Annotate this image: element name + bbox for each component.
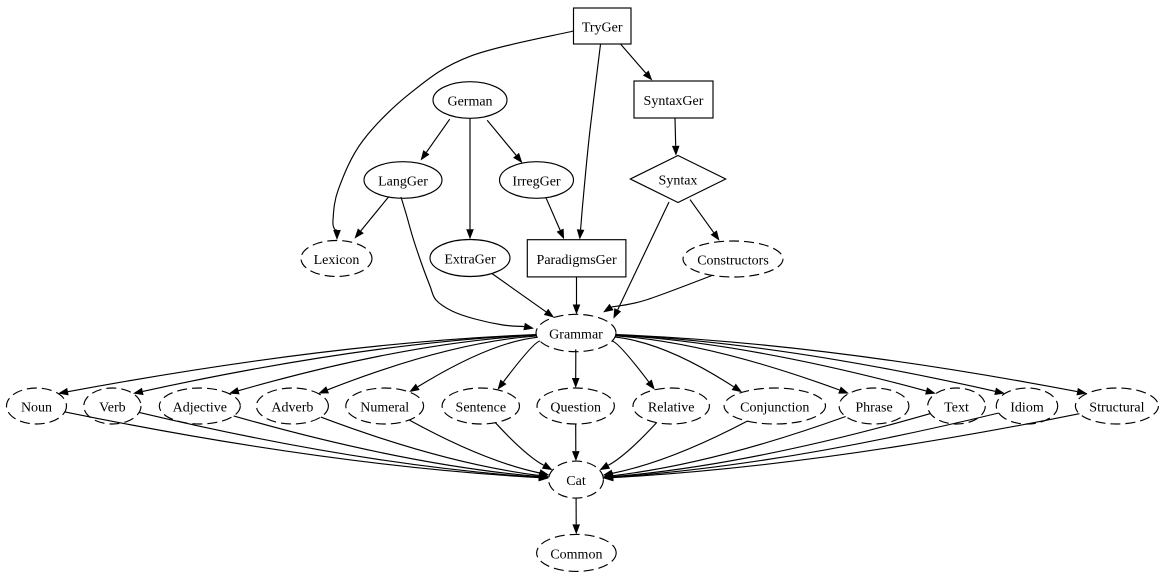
svg-text:SyntaxGer: SyntaxGer xyxy=(644,94,704,109)
svg-text:Common: Common xyxy=(550,547,602,562)
svg-text:Sentence: Sentence xyxy=(456,401,507,416)
svg-text:German: German xyxy=(447,95,492,110)
svg-text:Idiom: Idiom xyxy=(1010,401,1044,416)
svg-text:ExtraGer: ExtraGer xyxy=(444,253,496,268)
svg-text:Conjunction: Conjunction xyxy=(740,401,809,416)
svg-text:Adjective: Adjective xyxy=(173,401,227,416)
svg-text:Text: Text xyxy=(944,401,969,416)
svg-text:Phrase: Phrase xyxy=(855,401,892,416)
svg-text:IrregGer: IrregGer xyxy=(512,175,561,190)
svg-text:Lexicon: Lexicon xyxy=(314,253,360,268)
svg-text:Syntax: Syntax xyxy=(659,174,698,189)
svg-text:Cat: Cat xyxy=(566,474,586,489)
svg-text:TryGer: TryGer xyxy=(582,21,623,36)
svg-text:Question: Question xyxy=(550,401,601,416)
svg-text:LangGer: LangGer xyxy=(378,175,428,190)
svg-text:Relative: Relative xyxy=(648,401,695,416)
svg-text:Noun: Noun xyxy=(21,401,52,416)
svg-text:Grammar: Grammar xyxy=(549,328,603,343)
svg-text:Constructors: Constructors xyxy=(697,254,769,269)
svg-text:ParadigmsGer: ParadigmsGer xyxy=(537,253,617,268)
svg-text:Verb: Verb xyxy=(99,401,125,416)
svg-text:Numeral: Numeral xyxy=(360,401,409,416)
svg-text:Adverb: Adverb xyxy=(271,401,313,416)
svg-text:Structural: Structural xyxy=(1089,401,1144,416)
